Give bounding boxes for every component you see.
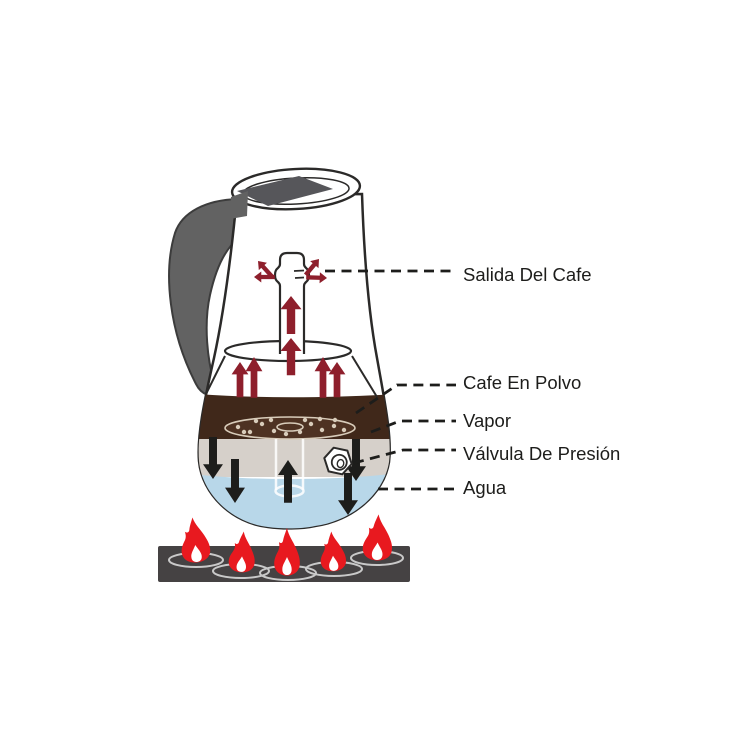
label-salida-del-cafe: Salida Del Cafe bbox=[463, 264, 592, 285]
pot-lid bbox=[237, 176, 333, 206]
flame-icon bbox=[178, 516, 212, 564]
pot-handle bbox=[168, 198, 239, 397]
flame-icon bbox=[362, 513, 394, 561]
handle-mount bbox=[230, 191, 248, 219]
flame-icon bbox=[274, 528, 300, 576]
connector-lines bbox=[325, 269, 456, 491]
connector-cafe bbox=[355, 383, 456, 415]
label-agua: Agua bbox=[463, 477, 507, 498]
connector-vapor bbox=[370, 419, 456, 434]
connector-valvula bbox=[353, 448, 456, 465]
filter-plate bbox=[224, 416, 356, 440]
label-vapor: Vapor bbox=[463, 410, 511, 431]
label-cafe-en-polvo: Cafe En Polvo bbox=[463, 372, 581, 393]
label-valvula-de-presion: Válvula De Presión bbox=[463, 443, 620, 464]
coffee-outlet-notch bbox=[293, 269, 305, 279]
pressure-valve-icon bbox=[323, 446, 353, 476]
